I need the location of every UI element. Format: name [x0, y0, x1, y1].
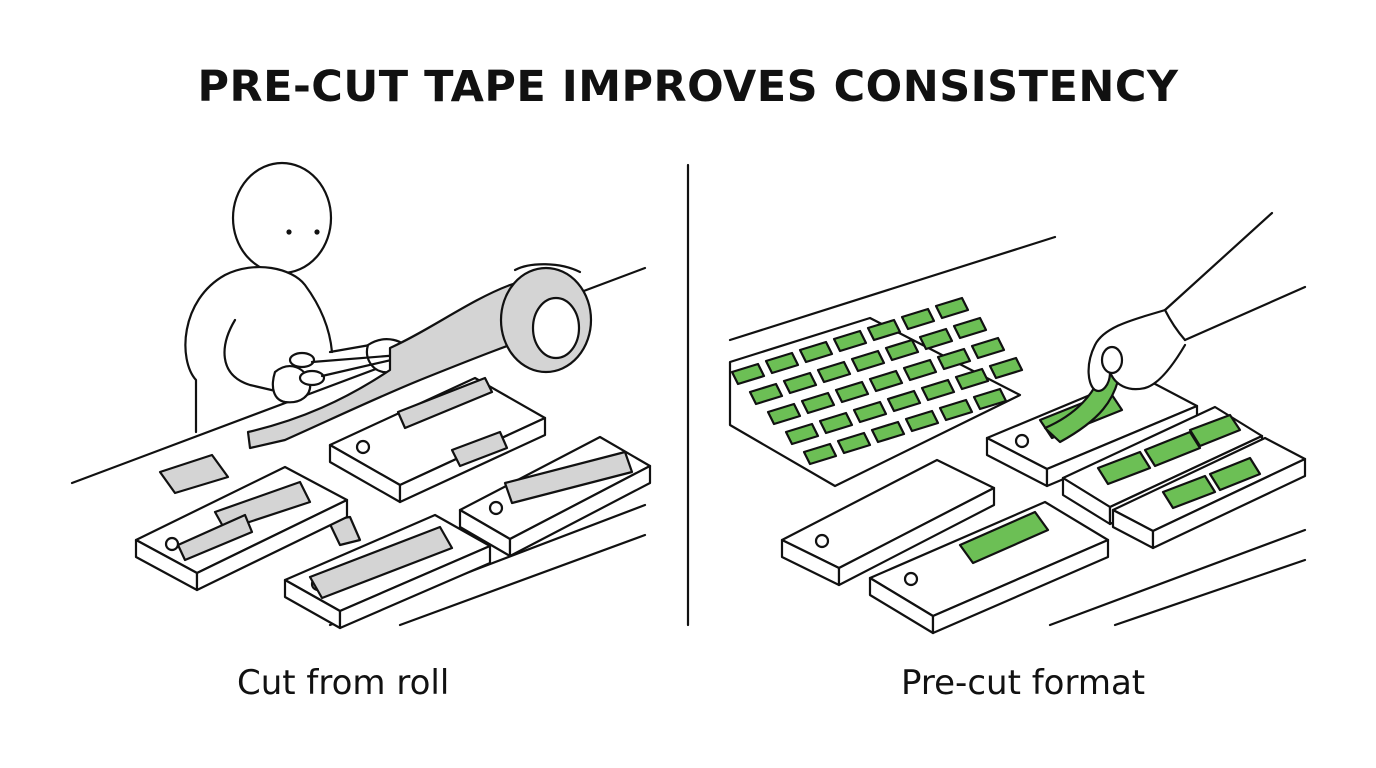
pre-cut-tape-piece: [818, 411, 854, 435]
sleeve-line-lower: [1183, 285, 1307, 342]
right-part-1: [985, 373, 1199, 488]
pre-cut-tape-piece: [798, 340, 834, 364]
tape-strip-from-roll: [246, 273, 557, 450]
left-part-1: [328, 376, 547, 504]
left-panel-cut-from-roll: [70, 161, 652, 630]
caption-cut-from-roll: Cut from roll: [237, 663, 450, 703]
pre-cut-tape-piece: [816, 360, 852, 384]
left-part-2: [134, 465, 349, 592]
right-table-edge-front-1: [1048, 528, 1307, 627]
left-part-4: [458, 435, 652, 558]
pre-cut-tape-piece: [730, 362, 766, 386]
pre-cut-tape-piece: [886, 389, 922, 413]
right-table-edge: [728, 235, 1057, 342]
person-arm-left: [223, 318, 282, 394]
right-panel-pre-cut-format: [728, 211, 1307, 635]
pre-cut-tape-piece: [748, 382, 784, 406]
sleeve-line-upper: [1163, 211, 1274, 312]
hand-peeling-tape: [1043, 211, 1307, 444]
pre-cut-tape-piece: [900, 307, 936, 331]
pre-cut-tape-piece: [782, 371, 818, 395]
person-head: [231, 161, 333, 275]
pre-cut-tape-piece: [970, 336, 1006, 360]
scissors-icon: [288, 351, 402, 387]
person-eye-left: [286, 229, 292, 235]
pre-cut-tape-piece: [902, 358, 938, 382]
tape-roll: [246, 263, 593, 450]
caption-pre-cut-format: Pre-cut format: [901, 663, 1146, 703]
pre-cut-tape-piece: [954, 367, 990, 391]
pre-cut-tape-piece: [802, 442, 838, 466]
pre-cut-tape-piece: [800, 391, 836, 415]
pre-cut-tape-piece: [904, 409, 940, 433]
right-part-3: [1111, 436, 1307, 550]
person-eye-right: [314, 229, 320, 235]
pre-cut-tape-piece: [934, 296, 970, 320]
tape-roll-side: [513, 263, 582, 274]
pre-cut-tape-piece: [852, 400, 888, 424]
pre-cut-tape-piece: [988, 356, 1024, 380]
sleeve-cuff: [1163, 308, 1187, 342]
pre-cut-tape-piece: [784, 422, 820, 446]
pre-cut-tape-piece: [764, 351, 800, 375]
pre-cut-tape-sheet: [728, 296, 1024, 488]
right-part-4: [780, 458, 996, 587]
person-body: [184, 266, 334, 434]
pre-cut-tape-piece: [834, 380, 870, 404]
left-part-3: [283, 513, 492, 630]
pre-cut-tape-piece: [920, 378, 956, 402]
right-table-edge-front-2: [1113, 558, 1307, 627]
pre-cut-tape-piece: [766, 402, 802, 426]
pre-cut-tape-piece: [936, 347, 972, 371]
pre-cut-tape-piece: [918, 327, 954, 351]
diagram-title: PRE-CUT TAPE IMPROVES CONSISTENCY: [197, 62, 1179, 112]
pre-cut-tape-piece: [870, 420, 906, 444]
left-table-edge-front-2: [398, 533, 647, 627]
thumb: [1100, 345, 1124, 375]
pre-cut-tape-piece: [868, 369, 904, 393]
pre-cut-tape-piece: [952, 316, 988, 340]
pre-cut-tape-piece: [972, 387, 1008, 411]
pre-cut-tape-piece: [832, 329, 868, 353]
pre-cut-tape-piece: [938, 398, 974, 422]
right-part-5: [868, 500, 1110, 635]
tape-scrap-1: [158, 453, 230, 495]
pre-cut-tape-piece: [836, 431, 872, 455]
pre-cut-tape-piece: [866, 318, 902, 342]
pre-cut-tape-piece: [850, 349, 886, 373]
tape-roll-inner: [531, 296, 581, 360]
pre-cut-tape-piece: [884, 338, 920, 362]
